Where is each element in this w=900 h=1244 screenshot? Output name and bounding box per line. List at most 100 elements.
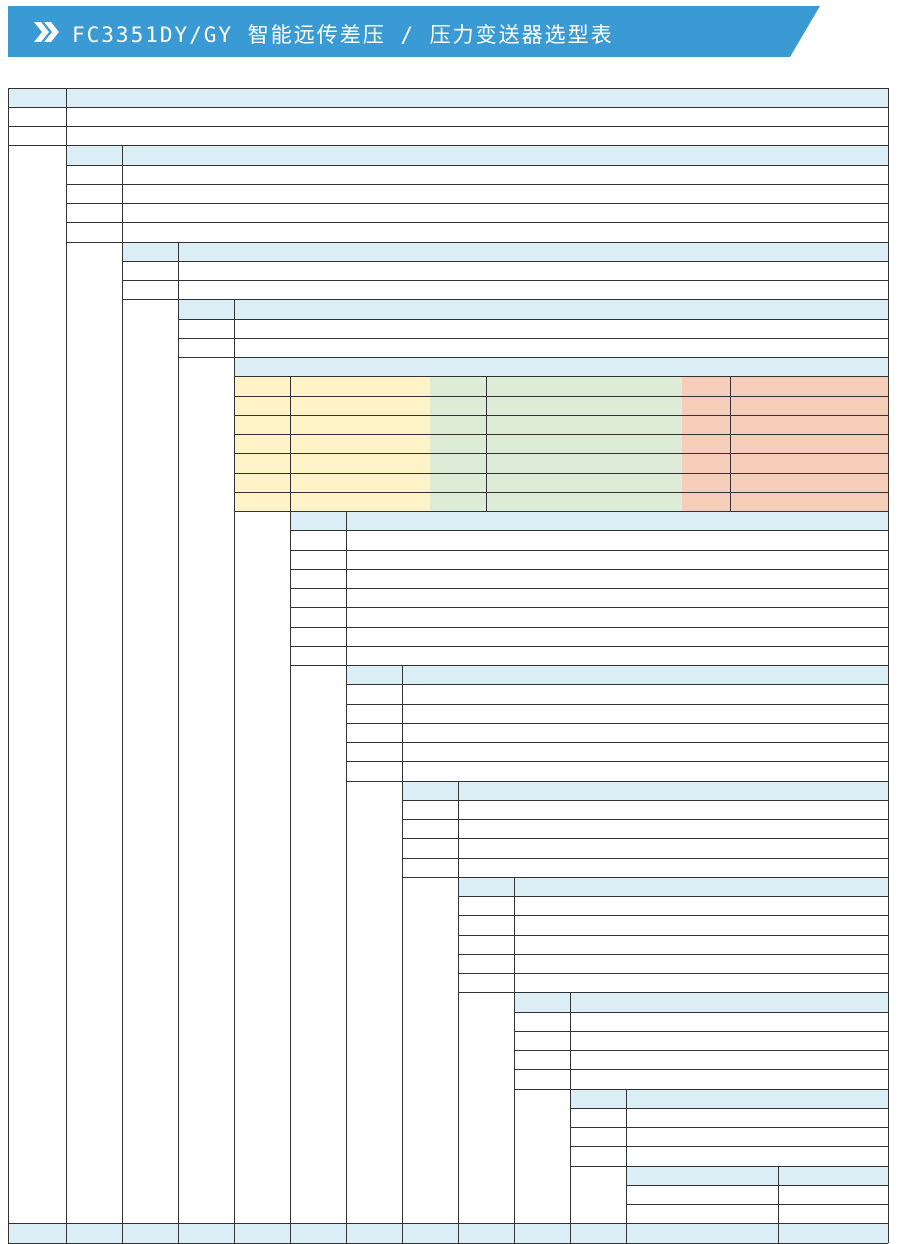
grid-line <box>177 242 179 300</box>
column-header <box>682 376 730 396</box>
column-header <box>122 242 178 262</box>
option-desc <box>290 492 430 512</box>
grid-line <box>458 953 888 955</box>
option-code <box>682 434 730 454</box>
option-desc <box>346 646 888 665</box>
option-code <box>290 627 346 646</box>
option-desc <box>346 627 888 646</box>
option-code <box>570 1108 626 1127</box>
column-header <box>234 376 290 396</box>
option-desc <box>458 820 888 839</box>
page-title: FC3351DY/GY 智能远传差压 / 压力变送器选型表 <box>72 23 614 47</box>
grid-line <box>290 645 888 647</box>
option-desc <box>486 396 682 416</box>
option-desc <box>486 434 682 454</box>
column-header <box>778 1166 888 1186</box>
example-code <box>234 1223 290 1243</box>
grid-line <box>178 299 888 301</box>
option-code <box>234 492 290 512</box>
option-code <box>66 204 122 223</box>
grid-line <box>234 357 888 358</box>
grid-line <box>234 511 888 512</box>
option-code <box>290 608 346 627</box>
option-code <box>346 723 402 742</box>
column-header <box>570 992 888 1012</box>
option-code <box>682 453 730 473</box>
grid-line <box>7 88 9 1243</box>
option-desc <box>570 1051 888 1070</box>
grid-line <box>177 1223 179 1243</box>
option-code <box>570 1147 626 1166</box>
option-code <box>430 396 486 416</box>
column-header <box>626 1166 778 1186</box>
option-desc <box>778 1185 888 1204</box>
grid-line <box>65 1223 67 1243</box>
option-code <box>346 685 402 704</box>
option-code <box>234 415 290 435</box>
grid-line <box>177 299 179 1243</box>
option-code <box>8 107 66 126</box>
option-code <box>570 1128 626 1147</box>
grid-line <box>234 395 888 397</box>
column-header <box>346 665 402 685</box>
title-banner: FC3351DY/GY 智能远传差压 / 压力变送器选型表 <box>8 6 820 57</box>
option-code <box>234 434 290 454</box>
option-desc <box>402 743 888 762</box>
option-code <box>626 1205 778 1224</box>
option-code <box>66 184 122 203</box>
grid-line <box>485 376 487 512</box>
grid-line <box>178 337 888 339</box>
option-code <box>290 646 346 665</box>
grid-line <box>122 280 888 281</box>
option-desc <box>234 338 888 357</box>
column-header <box>730 376 888 396</box>
option-desc <box>122 204 888 223</box>
option-desc <box>570 1012 888 1031</box>
grid-line <box>290 588 888 589</box>
grid-line <box>346 703 888 705</box>
option-code <box>122 261 178 280</box>
grid-line <box>513 1223 515 1243</box>
grid-line <box>65 88 67 146</box>
option-code <box>290 569 346 588</box>
option-code <box>66 165 122 184</box>
option-desc <box>178 281 888 300</box>
option-desc <box>458 858 888 877</box>
grid-line <box>290 530 888 532</box>
grid-line <box>345 1223 347 1243</box>
grid-line <box>625 1223 627 1243</box>
grid-line <box>777 1223 779 1243</box>
option-desc <box>730 492 888 512</box>
column-header <box>514 992 570 1012</box>
example-code <box>346 1223 402 1243</box>
column-header <box>66 88 888 108</box>
option-desc <box>402 723 888 742</box>
grid-line <box>121 145 123 242</box>
grid-line <box>346 722 888 724</box>
option-code <box>430 492 486 512</box>
double-chevron-icon <box>32 20 62 44</box>
grid-line <box>8 106 888 108</box>
example-code <box>458 1223 514 1243</box>
grid-line <box>290 626 888 628</box>
option-desc <box>730 415 888 435</box>
option-desc <box>290 434 430 454</box>
column-header <box>514 877 888 897</box>
example-code <box>122 1223 178 1243</box>
grid-line <box>346 684 888 686</box>
section-title <box>234 357 888 377</box>
grid-line <box>402 780 888 782</box>
column-header <box>178 242 888 262</box>
option-desc <box>486 492 682 512</box>
grid-line <box>458 896 888 897</box>
grid-line <box>234 472 888 474</box>
column-header <box>626 1089 888 1109</box>
option-code <box>682 415 730 435</box>
grid-line <box>402 857 888 859</box>
grid-line <box>457 781 459 878</box>
grid-line <box>626 1184 888 1186</box>
grid-line <box>514 1011 888 1013</box>
option-desc <box>514 954 888 973</box>
example-code <box>66 1223 122 1243</box>
option-code <box>290 550 346 569</box>
